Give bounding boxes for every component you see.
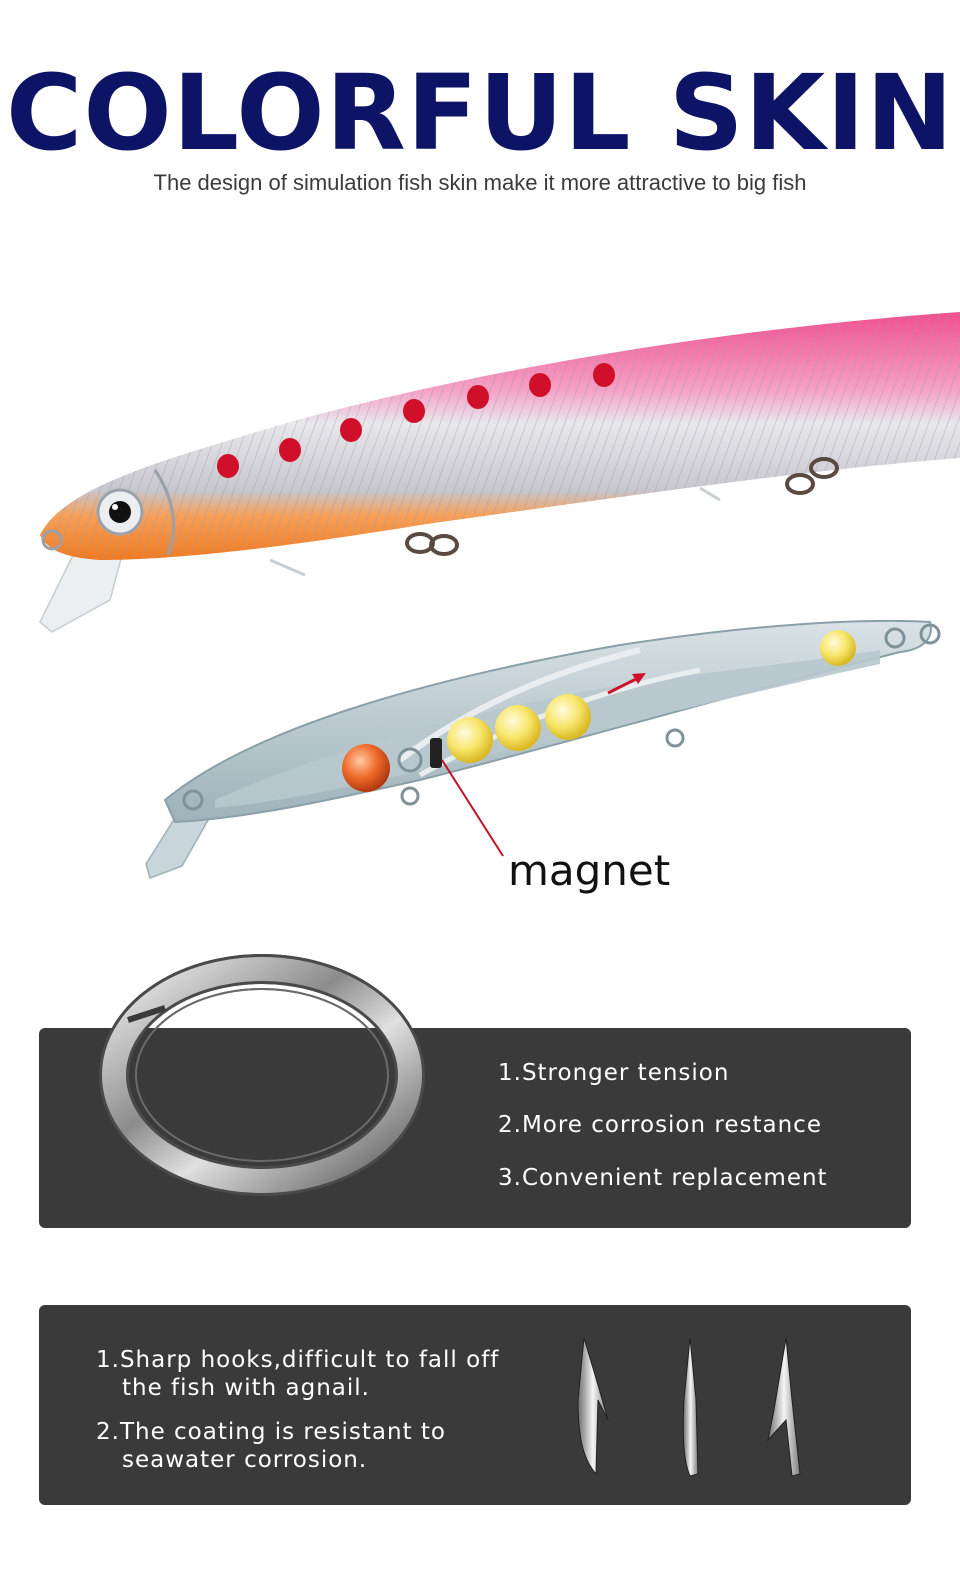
ring-feature-2: 2.More corrosion restance	[498, 1112, 822, 1138]
ring-feature-1: 1.Stronger tension	[498, 1060, 730, 1086]
hook-feature-2-line1: 2.The coating is resistant to	[96, 1419, 446, 1445]
hook-feature-1-line2: the fish with agnail.	[122, 1375, 370, 1401]
hook-feature-1-line1: 1.Sharp hooks,difficult to fall off	[96, 1347, 500, 1373]
hook-feature-2: 2.The coating is resistant to seawater c…	[96, 1418, 446, 1474]
ring-feature-3: 3.Convenient replacement	[498, 1165, 828, 1191]
hook-panel	[39, 1305, 911, 1505]
hook-feature-1: 1.Sharp hooks,difficult to fall off the …	[96, 1346, 499, 1402]
magnet-label: magnet	[508, 846, 671, 895]
lure-image	[39, 312, 960, 633]
page-subtitle: The design of simulation fish skin make …	[153, 170, 807, 195]
lure-cutaway-image	[145, 619, 941, 879]
page-title: COLORFUL SKIN	[6, 52, 954, 174]
hook-feature-2-line2: seawater corrosion.	[122, 1447, 368, 1473]
